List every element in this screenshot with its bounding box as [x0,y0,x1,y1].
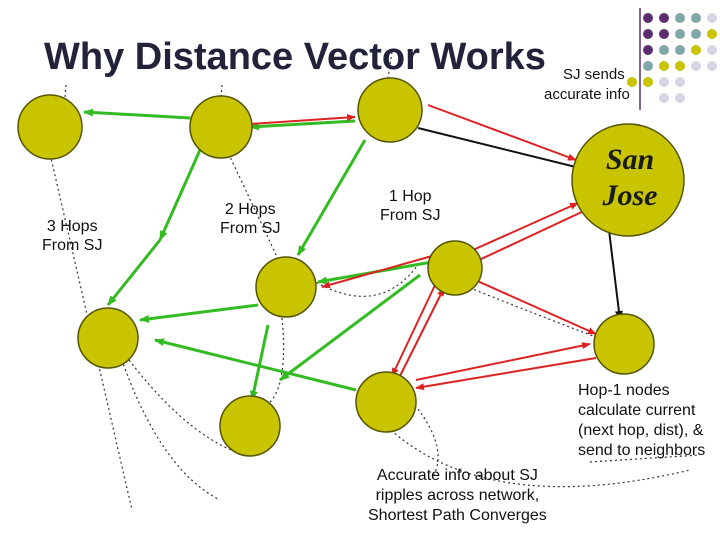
red-arrows [249,104,597,391]
san-jose-label: San Jose [594,142,666,214]
node-f [77,307,139,369]
label-3-hops-line-1: 3 Hops [46,218,98,235]
decorative-dot-grid [627,13,717,103]
black-arrows [417,127,623,321]
ripple-note-line: ripples across network, [375,487,540,504]
node-g [355,371,417,433]
node-e [427,240,483,296]
node-a [17,94,83,160]
hop1-note-line: Hop-1 nodes [578,382,670,399]
green-arrows [83,108,433,401]
label-3-hops-line-2: From SJ [42,237,103,254]
subtitle-line-2: accurate info [544,86,630,103]
ripple-note-line: Shortest Path Converges [368,507,547,524]
hop1-note-line: (next hop, dist), & [578,422,704,439]
node-c [357,77,423,143]
hop1-note: Hop-1 nodes calculate current (next hop,… [578,381,705,461]
label-2-hops-line-2: From SJ [220,220,281,237]
label-3-hops: 3 Hops From SJ [42,217,102,255]
slide-title: Why Distance Vector Works [44,36,546,78]
subtitle-accurate-info: accurate info [544,86,630,104]
ripple-note-line: Accurate info about SJ [376,467,538,484]
label-2-hops: 2 Hops From SJ [220,200,280,238]
label-1-hop: 1 Hop From SJ [380,187,440,225]
node-h [219,395,281,457]
node-san-jose [571,123,685,237]
nodes [17,77,685,457]
label-1-hop-line-1: 1 Hop [388,188,432,205]
hop1-note-line: send to neighbors [578,442,706,459]
subtitle-sj-sends: SJ sends [563,66,625,84]
san-jose-line-2: Jose [602,179,658,212]
san-jose-line-1: San [605,143,655,176]
label-2-hops-line-1: 2 Hops [224,201,276,218]
subtitle-line-1: SJ sends [563,66,625,83]
node-b [189,95,253,159]
node-d [255,256,317,318]
ripple-note: Accurate info about SJ ripples across ne… [368,466,547,526]
node-i [593,313,655,375]
hop1-note-line: calculate current [578,402,696,419]
label-1-hop-line-2: From SJ [380,207,441,224]
